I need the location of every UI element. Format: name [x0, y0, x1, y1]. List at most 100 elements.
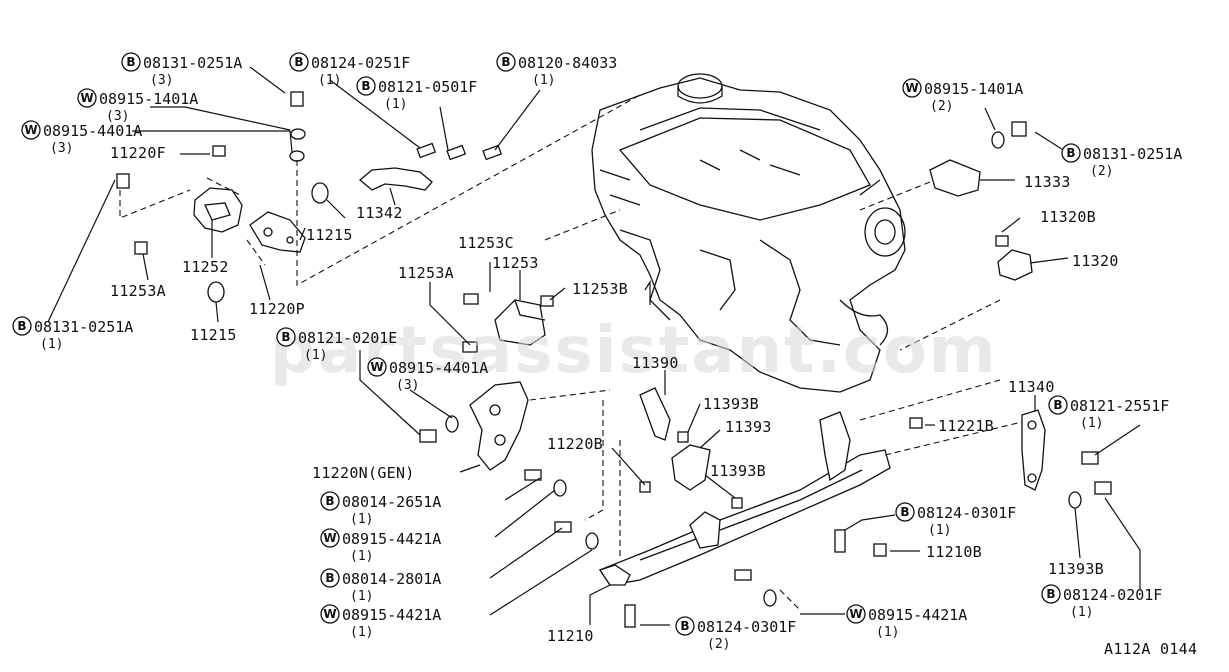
svg-text:08124-0201F: 08124-0201F — [1063, 586, 1162, 604]
svg-text:(1): (1) — [384, 97, 407, 112]
svg-text:(3): (3) — [396, 378, 419, 393]
nut-icon — [731, 497, 743, 509]
svg-text:W: W — [24, 123, 37, 137]
rear-mount-group — [859, 107, 1069, 351]
svg-text:08124-0251F: 08124-0251F — [311, 54, 410, 72]
part-label: 11393B — [710, 462, 766, 480]
svg-text:08121-0201E: 08121-0201E — [298, 329, 397, 347]
svg-text:08120-84033: 08120-84033 — [518, 54, 617, 72]
lower-left-bracket-group — [359, 209, 621, 473]
washer-icon — [991, 131, 1005, 149]
svg-text:W: W — [370, 360, 383, 374]
bracket-11390-shape — [639, 387, 671, 441]
svg-text:(1): (1) — [40, 337, 63, 352]
svg-text:(3): (3) — [106, 109, 129, 124]
svg-text:(2): (2) — [707, 637, 730, 652]
svg-text:08014-2801A: 08014-2801A — [342, 570, 441, 588]
bolt-icon — [462, 341, 478, 353]
part-label: 11393B — [1048, 560, 1104, 578]
svg-text:W: W — [323, 607, 336, 621]
part-label: 11210B — [926, 543, 982, 561]
svg-text:B: B — [294, 55, 303, 69]
svg-text:B: B — [281, 330, 290, 344]
svg-text:08121-2551F: 08121-2551F — [1070, 397, 1169, 415]
callout: W 08915-4421A (1) — [320, 604, 441, 640]
svg-text:B: B — [325, 571, 334, 585]
callout: B 08121-0501F (1) — [356, 76, 477, 112]
part-label: 11220P — [249, 300, 305, 318]
washer-icon — [553, 479, 567, 497]
svg-text:08131-0251A: 08131-0251A — [34, 318, 133, 336]
svg-text:08124-0301F: 08124-0301F — [917, 504, 1016, 522]
callout: B 08121-0201E (1) — [276, 327, 397, 363]
part-label: 11252 — [182, 258, 229, 276]
svg-text:B: B — [1066, 146, 1075, 160]
nut-icon — [873, 543, 887, 557]
callouts: B 08131-0251A (3) B 08124-0251F (1) B 08… — [12, 52, 1182, 652]
part-label: 11320B — [1040, 208, 1096, 226]
callout: W 08915-4401A (3) — [21, 120, 142, 156]
callout: B 08124-0251F (1) — [289, 52, 410, 88]
callout: B 08131-0251A (2) — [1061, 143, 1182, 179]
callout: B 08120-84033 (1) — [496, 52, 617, 88]
part-label: 11393B — [703, 395, 759, 413]
svg-text:(1): (1) — [350, 512, 373, 527]
svg-text:(3): (3) — [50, 141, 73, 156]
washer-icon — [585, 532, 599, 550]
svg-text:W: W — [323, 531, 336, 545]
svg-text:(1): (1) — [350, 589, 373, 604]
bolt-icon — [290, 91, 304, 107]
svg-text:08915-4421A: 08915-4421A — [342, 606, 441, 624]
svg-text:(3): (3) — [150, 73, 173, 88]
bolt-icon — [463, 293, 479, 305]
svg-text:B: B — [325, 494, 334, 508]
part-label: 11393 — [725, 418, 772, 436]
front-mount-group — [47, 66, 641, 323]
washer-icon — [289, 150, 305, 162]
svg-text:(1): (1) — [876, 625, 899, 640]
bracket-11393-shape — [671, 444, 711, 491]
part-label: 11220N(GEN) — [312, 464, 415, 482]
part-label: 11253 — [492, 254, 539, 272]
svg-text:(2): (2) — [1090, 164, 1113, 179]
svg-text:08915-4421A: 08915-4421A — [342, 530, 441, 548]
svg-text:08131-0251A: 08131-0251A — [143, 54, 242, 72]
part-label: 11210 — [547, 627, 594, 645]
part-label: 11253C — [458, 234, 514, 252]
svg-text:08915-1401A: 08915-1401A — [924, 80, 1023, 98]
bolt-icon — [416, 142, 503, 161]
nut-icon — [909, 417, 923, 429]
svg-text:B: B — [900, 505, 909, 519]
part-label: 11342 — [356, 204, 403, 222]
watermark: partsassistant.com — [270, 314, 998, 388]
callout: W 08915-4421A (1) — [320, 528, 441, 564]
svg-text:08014-2651A: 08014-2651A — [342, 493, 441, 511]
part-label: 11215 — [306, 226, 353, 244]
svg-text:B: B — [126, 55, 135, 69]
part-label: 11333 — [1024, 173, 1071, 191]
svg-text:B: B — [501, 55, 510, 69]
svg-text:B: B — [17, 319, 26, 333]
callout: W 08915-1401A (2) — [902, 78, 1023, 114]
svg-text:(1): (1) — [350, 549, 373, 564]
part-label: 11390 — [632, 354, 679, 372]
nut-icon — [212, 145, 226, 157]
bracket-11340-shape — [1021, 409, 1046, 491]
bolt-icon — [524, 469, 542, 481]
bolt-icon — [834, 529, 846, 553]
svg-text:B: B — [1046, 587, 1055, 601]
nut-icon — [540, 295, 554, 307]
washer-icon — [207, 281, 225, 303]
washer-icon — [290, 128, 306, 140]
part-label: 11253A — [110, 282, 166, 300]
svg-text:(1): (1) — [532, 73, 555, 88]
svg-text:W: W — [80, 91, 93, 105]
washer-icon — [1068, 491, 1082, 509]
svg-text:(1): (1) — [1070, 605, 1093, 620]
svg-text:08124-0301F: 08124-0301F — [697, 618, 796, 636]
figure-code: A112A 0144 — [1104, 640, 1197, 658]
bolt-icon — [116, 173, 130, 189]
svg-text:B: B — [361, 79, 370, 93]
callout: W 08915-4401A (3) — [367, 357, 488, 393]
